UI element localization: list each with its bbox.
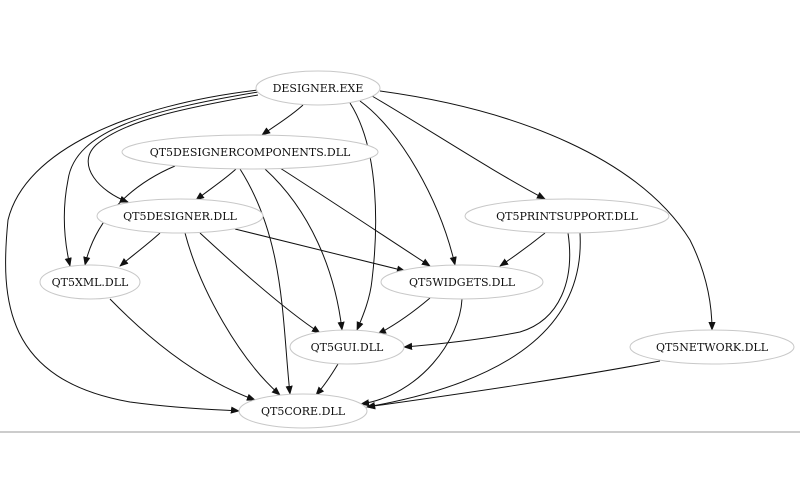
edge-printsupport-to-widgets [499, 232, 546, 267]
node-ellipse [96, 198, 264, 234]
edge-designer_dll-to-xml [119, 232, 161, 267]
node-ellipse [255, 70, 381, 106]
node-network: QT5NETWORK.DLL [629, 329, 795, 365]
node-components: QT5DESIGNERCOMPONENTS.DLL [121, 134, 379, 170]
node-label: QT5DESIGNERCOMPONENTS.DLL [150, 146, 351, 159]
edge-designer_exe-to-designer_dll [87, 94, 259, 203]
edge-layer [5, 89, 716, 414]
edge-components-to-widgets [279, 167, 431, 267]
node-widgets: QT5WIDGETS.DLL [380, 264, 544, 300]
node-layer: DESIGNER.EXE QT5DESIGNERCOMPONENTS.DLL QT5… [39, 70, 795, 429]
edge-designer_dll-to-widgets [234, 228, 406, 273]
edge-designer_exe-to-printsupport [371, 95, 546, 200]
node-label: QT5DESIGNER.DLL [123, 210, 237, 223]
edge-designer_exe-to-network [379, 90, 716, 331]
edge-components-to-designer_dll [195, 168, 237, 201]
edge-designer_exe-to-core [5, 89, 259, 414]
node-label: QT5WIDGETS.DLL [409, 276, 516, 289]
edge-widgets-to-core [360, 298, 463, 407]
node-label: DESIGNER.EXE [273, 82, 364, 95]
edge-designer_exe-to-widgets [359, 100, 457, 266]
edge-xml-to-core [109, 298, 256, 401]
edge-designer_dll-to-core [184, 232, 281, 396]
edge-printsupport-to-core [366, 232, 581, 410]
node-ellipse [238, 393, 368, 429]
node-ellipse [464, 198, 670, 234]
edge-designer_exe-to-gui [349, 102, 377, 331]
edge-designer_dll-to-gui [199, 232, 321, 334]
node-designer_dll: QT5DESIGNER.DLL [96, 198, 264, 234]
node-core: QT5CORE.DLL [238, 393, 368, 429]
edge-printsupport-to-gui [403, 232, 571, 350]
node-label: QT5PRINTSUPPORT.DLL [496, 210, 638, 223]
node-printsupport: QT5PRINTSUPPORT.DLL [464, 198, 670, 234]
node-ellipse [289, 329, 405, 365]
node-ellipse [380, 264, 544, 300]
edge-components-to-gui [264, 168, 345, 331]
edge-designer_exe-to-components [261, 104, 304, 136]
node-ellipse [39, 264, 141, 300]
node-ellipse [629, 329, 795, 365]
node-label: QT5NETWORK.DLL [656, 341, 769, 354]
node-label: QT5CORE.DLL [261, 405, 346, 418]
node-label: QT5XML.DLL [52, 276, 129, 289]
edge-gui-to-core [315, 363, 339, 396]
edge-network-to-core [366, 360, 661, 410]
node-gui: QT5GUI.DLL [289, 329, 405, 365]
node-label: QT5GUI.DLL [311, 341, 384, 354]
edge-components-to-core [239, 168, 293, 395]
node-designer_exe: DESIGNER.EXE [255, 70, 381, 106]
node-ellipse [121, 134, 379, 170]
edge-widgets-to-gui [377, 297, 431, 335]
edge-designer_exe-to-xml [63, 91, 259, 267]
node-xml: QT5XML.DLL [39, 264, 141, 300]
